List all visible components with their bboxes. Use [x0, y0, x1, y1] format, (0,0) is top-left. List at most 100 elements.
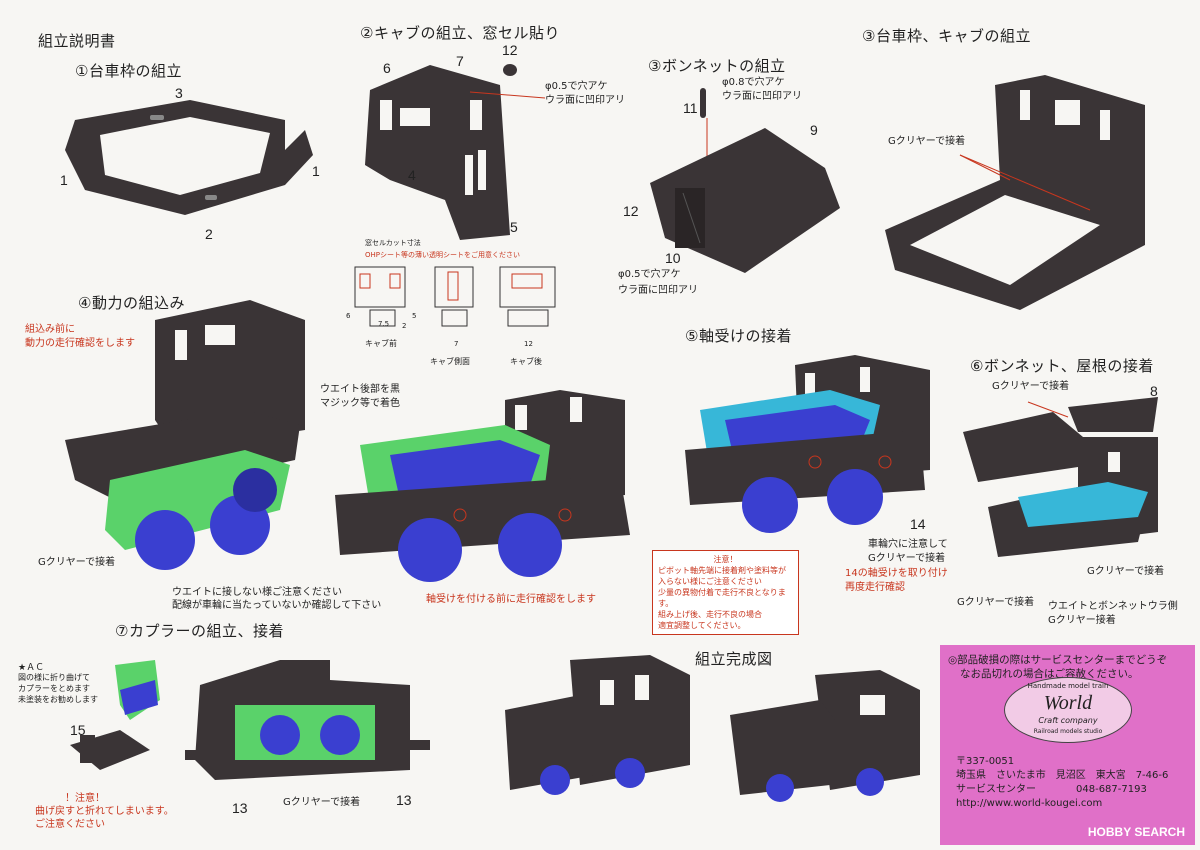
damage-note-2: なお品切れの場合はご容赦ください。 — [960, 668, 1139, 680]
g-clear-s6-a: Gクリヤーで接着 — [992, 381, 1070, 392]
ac-line-3: 未塗装をお勧めします — [18, 695, 98, 704]
check-red-2: 動力の走行確認をします — [25, 338, 135, 349]
weight-warn-2: 配線が車輪に当たっていないか確認して下さい — [172, 600, 382, 611]
back-mark-note-3: ウラ面に凹印アリ — [618, 285, 698, 296]
ac-line-2: カプラーをとめます — [18, 684, 90, 693]
part-10-label: 10 — [665, 250, 681, 266]
part-2-label: 2 — [205, 226, 213, 242]
dim-7: 7 — [454, 340, 459, 348]
bearing-attach-figure — [685, 355, 930, 533]
hole-05-note-2: φ0.5で穴アケ — [618, 269, 681, 280]
s14-red-1: 14の軸受けを取り付け — [845, 568, 948, 579]
part-13-label-left: 13 — [232, 800, 248, 816]
completed-loco-right — [730, 670, 920, 802]
check-red-1: 組込み前に — [25, 324, 75, 335]
caution-line-3: 少量の異物付着で走行不良となります。 — [658, 588, 786, 608]
back-mark-note-2: ウラ面に凹印アリ — [722, 91, 802, 102]
dim-2: 2 — [402, 322, 407, 330]
caution-line-2: 入らない様にご注意ください — [658, 577, 762, 586]
part-3-label: 3 — [175, 85, 183, 101]
bonnet-assembly-figure — [650, 88, 840, 273]
section-5-title: ⑤軸受けの接着 — [685, 327, 792, 345]
service-center: サービスセンター 048-687-7193 — [956, 784, 1147, 795]
s14-red-2: 再度走行確認 — [845, 582, 905, 593]
caution-box: 注意！ ピボット軸先端に接着剤や塗料等が 入らない様にご注意ください 少量の異物… — [652, 550, 799, 635]
bearing-install-figure — [335, 390, 630, 582]
wheel-hole-1: 車輪穴に注意して — [868, 539, 948, 550]
weight-bonnet-2: Gクリヤー接着 — [1048, 615, 1116, 626]
part-12-label-cab: 12 — [502, 42, 518, 58]
ac-line-1: 図の様に折り曲げて — [18, 673, 90, 682]
logo-top-text: Handmade model train — [1027, 682, 1109, 690]
section-2-title: ②キャブの組立、窓セル貼り — [360, 24, 560, 42]
section-7-title: ⑦カプラーの組立、接着 — [115, 622, 284, 640]
section-8-title: 組立完成図 — [695, 650, 773, 668]
damage-note-1: ◎部品破損の際はサービスセンターまでどうぞ — [948, 654, 1168, 666]
bend-warn-title: ！注意！ — [65, 793, 105, 804]
wheel-hole-2: Gクリヤーで接着 — [868, 553, 946, 564]
part-11-label: 11 — [683, 100, 698, 116]
service-panel: ◎部品破損の際はサービスセンターまでどうぞ なお品切れの場合はご容赦ください。 … — [940, 645, 1195, 845]
weight-black-1: ウエイト後部を黒 — [320, 384, 400, 395]
website-url[interactable]: http://www.world-kougei.com — [956, 798, 1103, 809]
hole-05-note: φ0.5で穴アケ — [545, 81, 608, 92]
hobby-search-watermark: HOBBY SEARCH — [1087, 825, 1185, 839]
bend-warn-1: 曲げ戻すと折れてしまいます。 — [35, 806, 174, 817]
g-clear-s3b: Gクリヤーで接着 — [888, 136, 966, 147]
part-14-label: 14 — [910, 516, 926, 532]
cab-side-label: キャブ側面 — [430, 357, 470, 366]
section-4-title: ④動力の組込み — [78, 294, 185, 312]
completed-loco-left — [505, 655, 690, 795]
cab-front-label: キャブ前 — [365, 339, 397, 348]
logo-main-text: World — [1043, 692, 1093, 714]
frame-assembly-figure — [65, 100, 313, 215]
g-clear-s7: Gクリヤーで接着 — [283, 797, 361, 808]
dim-12: 12 — [524, 340, 533, 348]
back-mark-note: ウラ面に凹印アリ — [545, 95, 625, 106]
section-6-title: ⑥ボンネット、屋根の接着 — [970, 357, 1154, 375]
world-logo: Handmade model train World Craft company… — [1004, 677, 1132, 743]
section-1-title: ①台車枠の組立 — [75, 62, 182, 80]
power-install-figure — [65, 300, 305, 570]
part-1-label-right: 1 — [312, 163, 320, 179]
weight-warn-1: ウエイトに接しない様ご注意ください — [172, 587, 342, 598]
part-4-label: 4 — [408, 167, 416, 183]
caution-line-5: 適宜調整してください。 — [658, 621, 746, 630]
zip-code: 〒337-0051 — [956, 756, 1015, 767]
caution-line-4: 組み上げ後、走行不良の場合 — [658, 610, 762, 619]
g-clear-s6-b: Gクリヤーで接着 — [1087, 566, 1165, 577]
g-clear-s4: Gクリヤーで接着 — [38, 557, 116, 568]
coupler-figure — [70, 660, 160, 770]
bearing-warn: 軸受けを付ける前に走行確認をします — [426, 594, 596, 605]
logo-sub-text: Craft company — [1038, 716, 1098, 725]
part-6-label: 6 — [383, 60, 391, 76]
window-cut-diagram — [354, 266, 556, 327]
weight-bonnet-1: ウエイトとボンネットウラ側 — [1048, 601, 1178, 612]
part-8-label: 8 — [1150, 383, 1158, 399]
dim-6: 6 — [346, 312, 351, 320]
part-5-label: 5 — [510, 219, 518, 235]
cab-rear-label: キャブ後 — [510, 357, 542, 366]
caution-line-1: ピボット軸先端に接着剤や塗料等が — [658, 566, 786, 575]
frame-cab-figure — [885, 75, 1145, 310]
g-clear-s6-c: Gクリヤーで接着 — [957, 597, 1035, 608]
section-3-title: ③ボンネットの組立 — [648, 57, 786, 75]
part-15-label: 15 — [70, 722, 86, 738]
weight-black-2: マジック等で着色 — [320, 398, 400, 409]
dim-7-5: 7.5 — [378, 320, 390, 328]
hole-08-note: φ0.8で穴アケ — [722, 77, 785, 88]
bend-warn-2: ご注意ください — [35, 819, 105, 830]
ac-title: ★ＡＣ — [18, 663, 45, 673]
caution-title: 注意！ — [713, 555, 738, 564]
dim-5: 5 — [412, 312, 417, 320]
part-1-label-left: 1 — [60, 172, 68, 188]
part-7-label: 7 — [456, 53, 464, 69]
section-3b-title: ③台車枠、キャブの組立 — [862, 27, 1031, 45]
coupler-install-figure — [185, 660, 430, 780]
bonnet-roof-figure — [963, 397, 1158, 557]
logo-bottom-text: Railroad models studio — [1033, 728, 1103, 735]
cab-assembly-figure — [365, 64, 546, 240]
address: 埼玉県 さいたま市 見沼区 東大宮 7-46-6 — [956, 770, 1169, 781]
part-13-label-right: 13 — [396, 792, 412, 808]
window-ohp-note: OHPシート等の薄い透明シートをご用意ください — [365, 251, 520, 259]
